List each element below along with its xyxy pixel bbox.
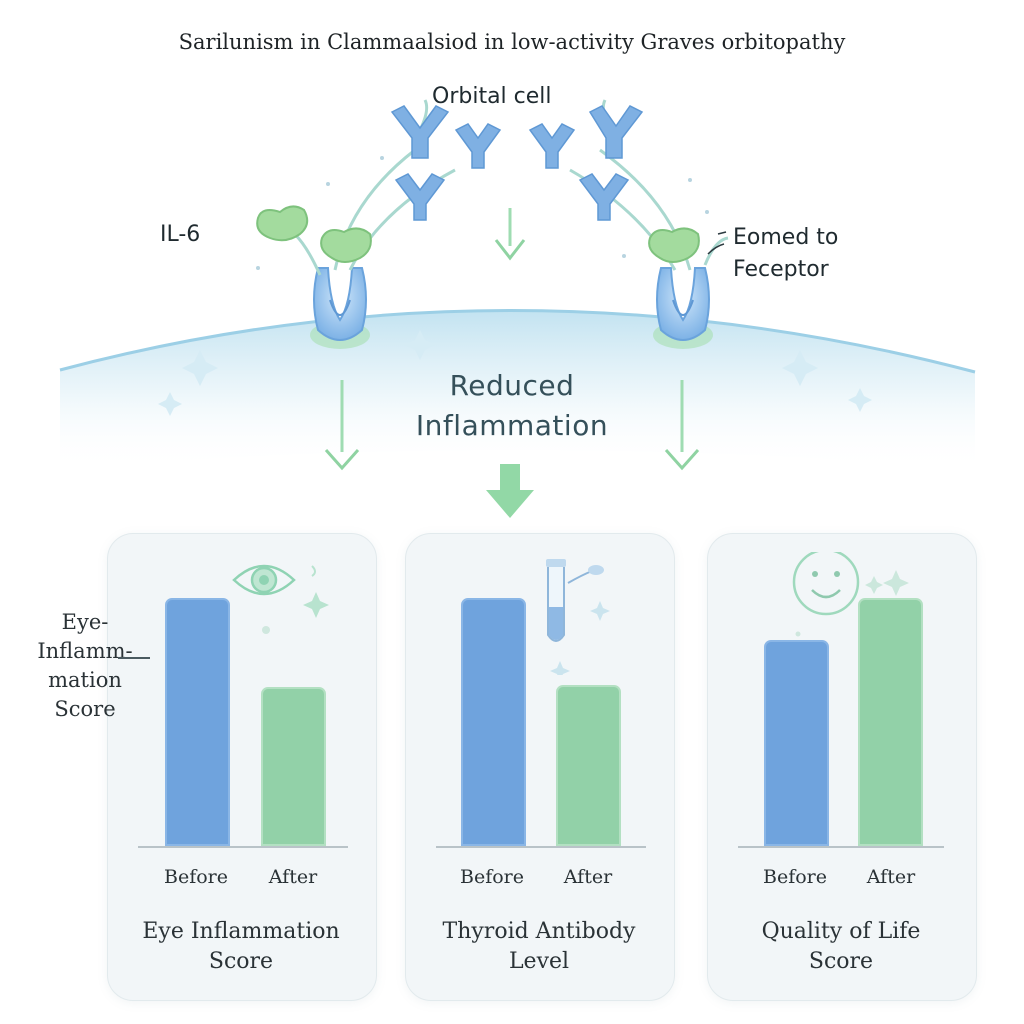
bar-after [556,685,621,846]
receptor-label-tick [717,231,727,235]
panel-title-line1: Thyroid Antibody [442,919,636,944]
x-tick-label-after: After [563,866,613,888]
chart-baseline [738,846,944,848]
reduced-label-line1: Reduced [449,369,575,402]
orbital-cell-diagram [59,99,976,518]
receptor-label-pointer [707,243,725,255]
bar-before [165,598,230,846]
il6-molecule-icons [256,205,700,263]
panel-title-line2: Score [808,949,874,974]
orbital-cell-label: Orbital cell [432,84,552,109]
eye-inflammation-panel [107,533,377,1001]
cell-membrane [59,309,976,470]
page-title: Sarilunism in Clammaalsiod in low-activi… [178,30,846,54]
side-label-line3: mation [48,668,122,692]
eye-inflammation-side-label: Eye- Inflamm- mation Score [30,608,140,724]
panel-title-line2: Score [208,949,274,974]
reduced-label-line2: Inflammation [415,409,609,442]
bound-receptor-label: Eomed to Feceptor [733,222,838,286]
side-label-pointer [118,657,150,659]
reduced-inflammation-label: Reduced Inflammation [362,366,662,446]
thyroid-antibody-panel [405,533,675,1001]
side-label-line1: Eye- [61,610,109,634]
panel-title: Thyroid Antibody Level [405,917,673,977]
il6-label: IL-6 [160,222,201,247]
antibody-icons [390,105,644,221]
panel-title-line1: Eye Inflammation [142,919,340,944]
bound-receptor-label-line2: Feceptor [733,257,829,282]
arrow-down-icons [324,208,700,518]
smiley-face-icon [792,552,909,637]
bound-receptor-label-line1: Eomed to [733,225,839,250]
il6-receptor-left [310,267,370,349]
chart-baseline [138,846,348,848]
x-tick-label-before: Before [163,866,228,888]
panel-title: Eye Inflammation Score [107,917,375,977]
panel-title-line1: Quality of Life [761,919,921,944]
test-tube-icon [546,559,610,675]
bar-after [858,598,923,846]
side-label-line2: Inflamm- [37,639,133,663]
panel-title-line2: Level [508,949,570,974]
bar-before [764,640,829,846]
bar-after [261,687,326,846]
x-tick-label-after: After [866,866,916,888]
x-tick-label-before: Before [762,866,827,888]
panel-title: Quality of Life Score [707,917,975,977]
eye-icon [232,564,329,634]
x-tick-label-before: Before [459,866,524,888]
side-label-line4: Score [54,697,116,721]
bar-before [461,598,526,846]
il6-receptor-right [653,267,713,349]
sparkle-icons [256,156,709,270]
x-tick-label-after: After [268,866,318,888]
chart-baseline [436,846,646,848]
